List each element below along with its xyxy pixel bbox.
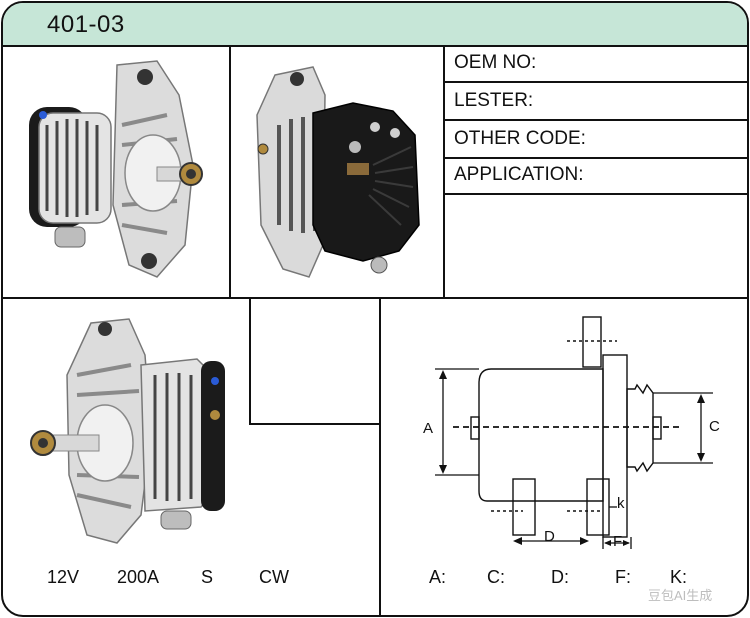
spec-type: S <box>201 567 214 587</box>
dimension-drawing: A C D F k <box>423 316 720 550</box>
spec-amperage: 200A <box>117 567 160 587</box>
inset-box-bottom <box>249 423 381 425</box>
spec-voltage: 12V <box>47 567 80 587</box>
divider-photo1-photo2 <box>229 45 231 297</box>
spec-rotation: CW <box>259 567 289 587</box>
dim-label-c: C <box>709 418 720 435</box>
alternator-photo-rear <box>256 66 420 278</box>
info-row-other-code: OTHER CODE: <box>445 121 747 159</box>
part-number: 401-03 <box>47 11 125 38</box>
info-row-lester: LESTER: <box>445 83 747 121</box>
info-row-application: APPLICATION: <box>445 157 747 195</box>
alternator-photo-angled <box>30 318 225 544</box>
dim-a: A: <box>429 567 447 587</box>
dim-label-d: D <box>544 528 555 545</box>
dim-d: D: <box>551 567 569 587</box>
other-code-label: OTHER CODE: <box>454 128 586 149</box>
application-label: APPLICATION: <box>454 164 584 185</box>
dim-label-k: k <box>617 495 625 512</box>
dim-f: F: <box>615 567 631 587</box>
lester-label: LESTER: <box>454 90 534 111</box>
alternator-photo-front <box>29 60 203 278</box>
header-bar: 401-03 <box>3 3 747 47</box>
dim-c: C: <box>487 567 505 587</box>
inset-box-left <box>249 297 251 425</box>
oem-no-label: OEM NO: <box>454 52 537 73</box>
info-row-oem: OEM NO: <box>445 45 747 83</box>
divider-photo2-table <box>443 45 445 297</box>
dim-label-f: F <box>613 533 622 550</box>
dim-label-a: A <box>423 420 433 437</box>
divider-bottom-middle <box>379 297 381 615</box>
divider-top-horizontal <box>3 297 747 299</box>
watermark: 豆包AI生成 <box>648 588 713 603</box>
dim-k: K: <box>670 567 688 587</box>
